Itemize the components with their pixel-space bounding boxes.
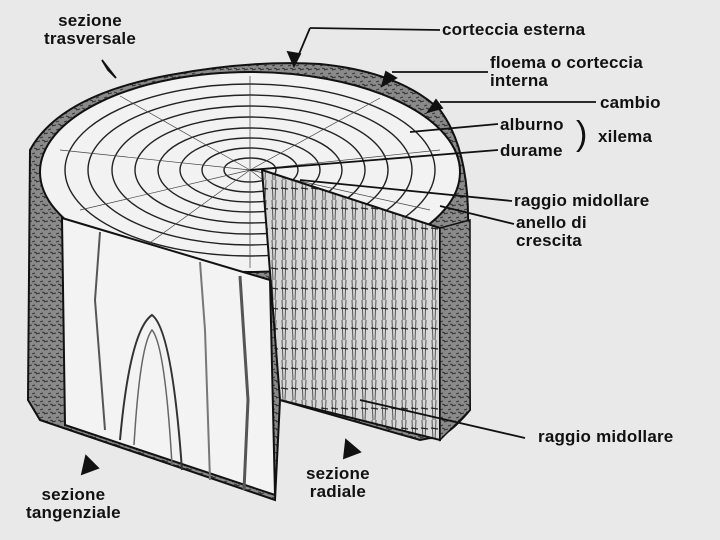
label-line: anello di (516, 214, 587, 232)
label-sezione-tangenziale: sezione tangenziale (26, 486, 121, 522)
label-line: radiale (306, 483, 370, 501)
label-raggio-midollare-top: raggio midollare (514, 192, 649, 210)
label-line: crescita (516, 232, 587, 250)
label-line: tangenziale (26, 504, 121, 522)
label-line: sezione (306, 465, 370, 483)
label-anello-di-crescita: anello di crescita (516, 214, 587, 250)
label-line: interna (490, 72, 643, 90)
label-sezione-radiale: sezione radiale (306, 465, 370, 501)
label-line: sezione (26, 486, 121, 504)
brace-symbol: ) (576, 114, 588, 154)
label-raggio-midollare-bottom: raggio midollare (538, 428, 673, 446)
label-corteccia-esterna: corteccia esterna (442, 21, 585, 39)
label-floema: floema o corteccia interna (490, 54, 643, 90)
label-line: sezione (44, 12, 136, 30)
label-line: floema o corteccia (490, 54, 643, 72)
label-durame: durame (500, 142, 563, 160)
label-sezione-trasversale: sezione trasversale (44, 12, 136, 48)
label-alburno: alburno (500, 116, 564, 134)
label-cambio: cambio (600, 94, 661, 112)
label-xilema: xilema (598, 128, 652, 146)
label-line: trasversale (44, 30, 136, 48)
